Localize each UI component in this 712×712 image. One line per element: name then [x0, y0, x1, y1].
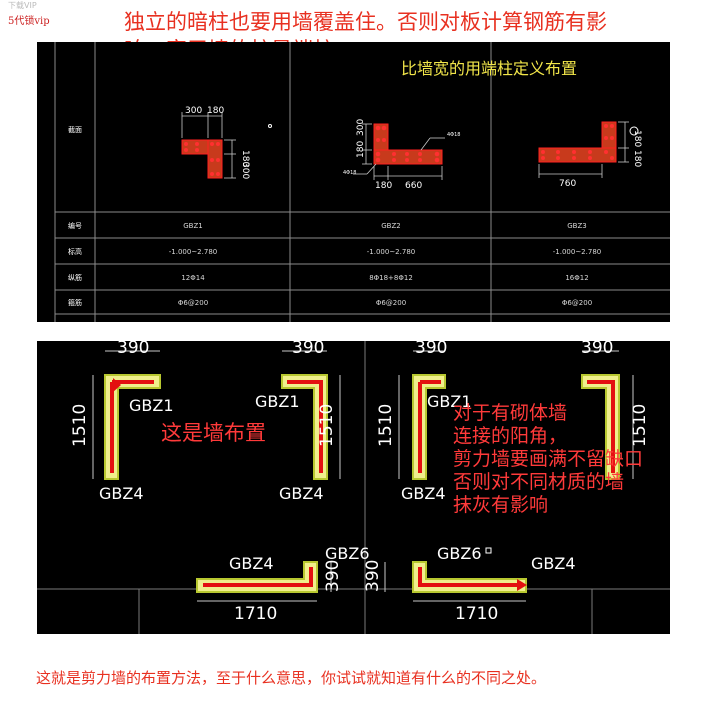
dim-bottom-2: 1710 [455, 604, 498, 624]
row-label-section: 截面 [68, 125, 82, 134]
gbz2-elevation: -1.000~2.780 [367, 248, 415, 256]
row-label-stirrup: 箍筋 [68, 298, 82, 307]
label-gbz4-c: GBZ4 [401, 484, 446, 503]
schedule-grid [54, 42, 670, 322]
gbz3-dim-760: 760 [559, 179, 576, 189]
gbz1-dim-180: 180 [207, 106, 224, 116]
corner-note-line-5: 抹灰有影响 [453, 494, 548, 516]
wall-gbz1-left [104, 374, 161, 480]
watermark-top: 下载VIP [8, 1, 37, 10]
gbz2-note-bars-1: 4Φ18 [447, 132, 460, 138]
gbz1-stirrup: Φ6@200 [178, 299, 208, 307]
row-label-id: 编号 [68, 221, 82, 230]
gbz1-elevation: -1.000~2.780 [169, 248, 217, 256]
corner-note-line-2: 连接的阳角， [453, 425, 567, 447]
headline-line-1: 独立的暗柱也要用墙覆盖住。否则对板计算钢筋有影 [124, 10, 607, 34]
watermark-tag: 5代锁vip [8, 16, 50, 27]
dim-side-4: 1510 [630, 404, 650, 447]
corner-note-line-3: 剪力墙要画满不留缺口 [453, 448, 643, 470]
gbz2-bars: 8Φ18+8Φ12 [369, 274, 413, 282]
gbz2-section: 300 180 180 660 4Φ18 4Φ18 [343, 119, 460, 191]
dim-side-2: 1510 [317, 404, 337, 447]
dim-top-3: 390 [415, 341, 447, 358]
wall-gbz1-right [281, 374, 328, 480]
gbz3-id: GBZ3 [567, 222, 586, 230]
gbz3-dim-180-v: 180 [632, 150, 642, 167]
row-label-long-bars: 纵筋 [68, 273, 82, 282]
label-gbz4-d: GBZ4 [229, 554, 274, 573]
label-gbz4-a: GBZ4 [99, 484, 144, 503]
corner-note-line-1: 对于有砌体墙 [453, 402, 567, 424]
gbz2-id: GBZ2 [381, 222, 400, 230]
gbz2-note-bars-2: 4Φ18 [343, 170, 356, 176]
gbz1-bars: 12Φ14 [181, 274, 205, 282]
gbz3-dim-180-top: 180 [632, 130, 642, 147]
gbz2-dim-300: 300 [356, 119, 366, 136]
gbz2-dim-660: 660 [405, 181, 422, 191]
end-column-note: 比墙宽的用端柱定义布置 [401, 59, 577, 78]
gbz3-bars: 16Φ12 [565, 274, 588, 282]
wall-layout-note: 这是墙布置 [161, 421, 266, 445]
label-gbz4-e: GBZ4 [531, 554, 576, 573]
gbz3-elevation: -1.000~2.780 [553, 248, 601, 256]
row-label-elevation: 标高 [68, 247, 82, 256]
gbz3-section: 180 760 180 [538, 121, 642, 189]
wall-gbz1-third [412, 374, 446, 480]
label-gbz1-c: GBZ1 [427, 392, 472, 411]
gbz2-dim-180: 180 [375, 181, 392, 191]
gbz2-dim-180-v: 180 [356, 141, 366, 158]
label-gbz4-b: GBZ4 [279, 484, 324, 503]
label-gbz1-b: GBZ1 [255, 392, 300, 411]
column-schedule-panel: 截面 编号 标高 纵筋 箍筋 300 180 180 300 [37, 42, 670, 322]
wall-gbz1-fourth [581, 374, 620, 480]
wall-layout-drawing: 390 390 390 390 1510 1510 1510 1510 1710… [37, 338, 670, 634]
gbz1-dim-300-v: 300 [240, 162, 250, 179]
gbz3-stirrup: Φ6@200 [562, 299, 592, 307]
dim-top-4: 390 [581, 341, 613, 358]
gbz1-dim-180-v: 180 [240, 150, 250, 167]
footer-explanation: 这就是剪力墙的布置方法，至于什么意思，你试试就知道有什么的不同之处。 [36, 669, 547, 687]
gbz2-stirrup: Φ6@200 [376, 299, 406, 307]
wall-gbz6-right [412, 561, 527, 593]
label-gbz6-b: GBZ6 [437, 544, 482, 563]
dim-mid-1: 390 [323, 560, 343, 592]
gbz1-id: GBZ1 [183, 222, 202, 230]
dim-mid-2: 390 [363, 560, 383, 592]
label-gbz1-a: GBZ1 [129, 396, 174, 415]
plan-grid [37, 341, 670, 634]
label-gbz6-a: GBZ6 [325, 544, 370, 563]
gbz1-section: 300 180 180 300 [181, 106, 272, 179]
dim-side-3: 1510 [376, 404, 396, 447]
gbz1-dim-300: 300 [185, 106, 202, 116]
wall-layout-panel: 390 390 390 390 1510 1510 1510 1510 1710… [37, 338, 670, 634]
column-schedule-drawing: 截面 编号 标高 纵筋 箍筋 300 180 180 300 [54, 42, 670, 322]
dim-top-2: 390 [292, 341, 324, 358]
wall-gbz6-left [196, 561, 318, 593]
corner-note-line-4: 否则对不同材质的墙 [453, 471, 624, 493]
dim-bottom-1: 1710 [234, 604, 277, 624]
dim-top-1: 390 [117, 341, 149, 358]
corner-note: 对于有砌体墙 连接的阳角， 剪力墙要画满不留缺口 否则对不同材质的墙 抹灰有影响 [453, 402, 643, 516]
dim-side-1: 1510 [70, 404, 90, 447]
